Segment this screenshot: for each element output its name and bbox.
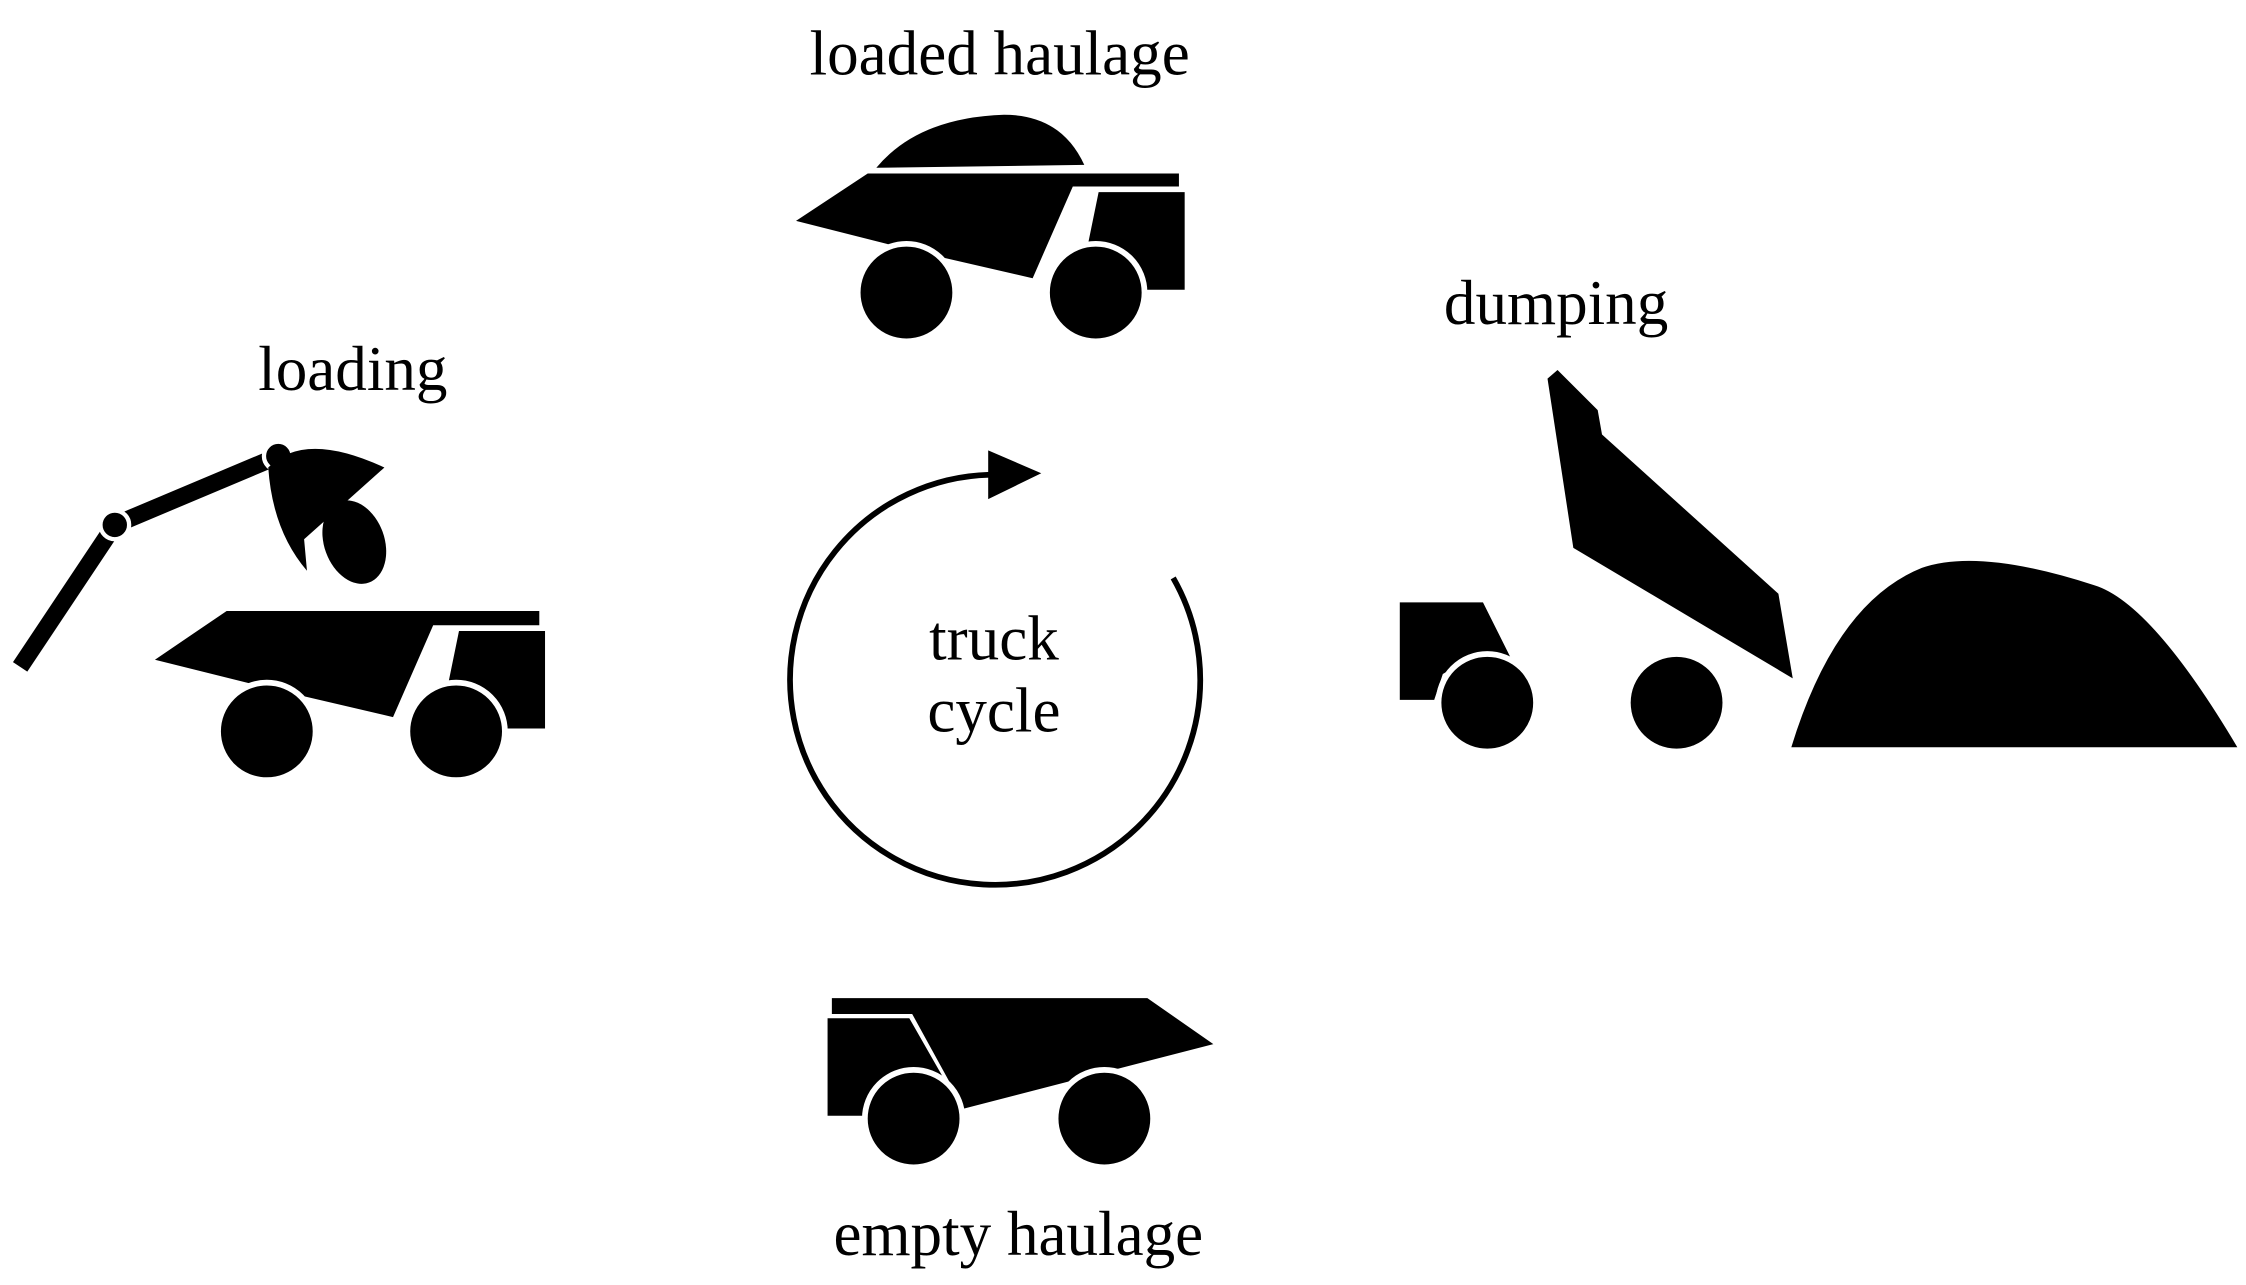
tipping-truck-icon xyxy=(1399,370,1793,755)
truck-cycle-label-line2: cycle xyxy=(927,675,1060,745)
loading-label: loading xyxy=(258,334,447,404)
cycle-arrow-icon xyxy=(787,450,1204,888)
loading-truck-icon xyxy=(154,610,546,784)
loaded-haulage-label: loaded haulage xyxy=(810,19,1190,89)
truck-cycle-label-line1: truck xyxy=(929,604,1059,674)
loaded-truck-icon xyxy=(796,114,1185,345)
excavator-icon xyxy=(12,439,387,672)
material-pile-icon xyxy=(1791,560,2238,748)
dumping-label: dumping xyxy=(1444,268,1668,338)
empty-haulage-label: empty haulage xyxy=(833,1199,1203,1269)
empty-truck-icon xyxy=(827,998,1214,1171)
